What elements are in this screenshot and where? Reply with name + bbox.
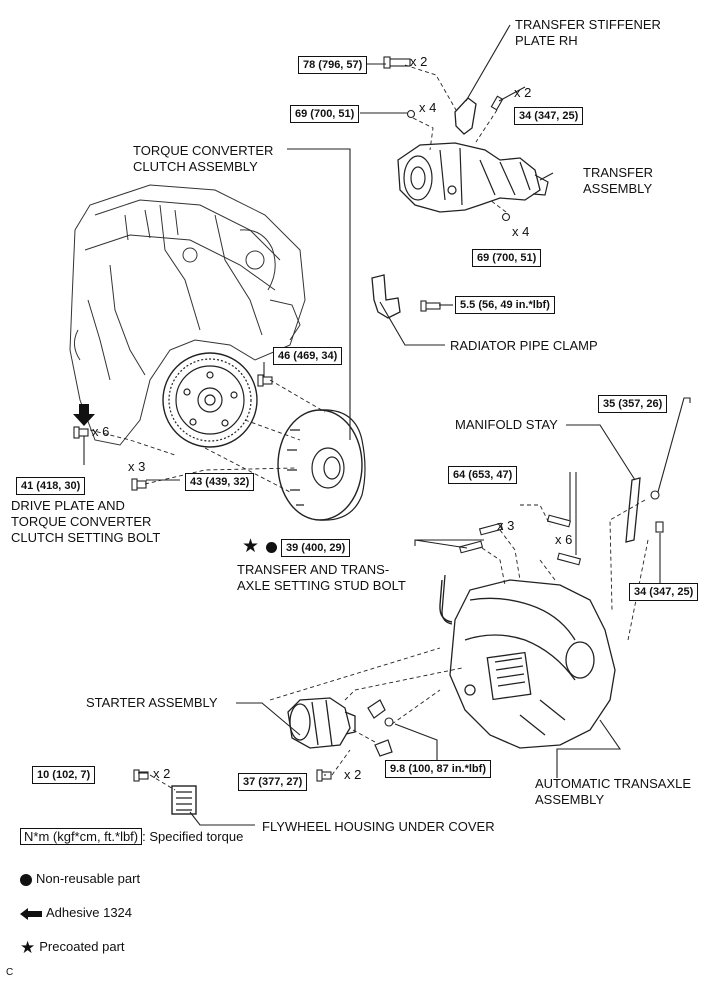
torque-box-64: 64 (653, 47) xyxy=(448,466,518,484)
qty-37: x 2 xyxy=(344,767,362,782)
torque-box-34-top: 34 (347, 25) xyxy=(514,107,584,125)
dot-icon xyxy=(20,873,32,886)
legend-specified-text: : Specified torque xyxy=(142,829,244,844)
transfer-assembly xyxy=(397,142,549,213)
torque-box-5-5: 5.5 (56, 49 in.*lbf) xyxy=(455,296,555,314)
label-torque-converter: TORQUE CONVERTER CLUTCH ASSEMBLY xyxy=(133,143,274,174)
label-flywheel-cover: FLYWHEEL HOUSING UNDER COVER xyxy=(262,819,495,834)
label-starter-assembly: STARTER ASSEMBLY xyxy=(86,695,218,710)
legend-adhesive: Adhesive 1324 xyxy=(20,905,132,921)
flywheel-housing-cover xyxy=(171,785,197,815)
legend-specified-torque: N*m (kgf*cm, ft.*lbf): Specified torque xyxy=(20,828,244,845)
transaxle-pipe xyxy=(439,579,453,623)
leader-lines xyxy=(83,24,691,826)
radiator-pipe-clamp xyxy=(371,274,401,319)
legend-precoated-text: Precoated part xyxy=(39,939,125,954)
label-automatic-transaxle: AUTOMATIC TRANSAXLE ASSEMBLY xyxy=(535,776,692,807)
left-arrow-icon xyxy=(20,907,42,920)
legend-non-reusable-text: Non-reusable part xyxy=(36,871,141,886)
qty-34-top: x 2 xyxy=(514,85,532,100)
qty-78: x 2 xyxy=(410,54,428,69)
starter-connector xyxy=(367,699,386,719)
torque-converter xyxy=(277,409,366,521)
torque-box-69-top: 69 (700, 51) xyxy=(290,105,360,123)
label-transfer-stiffener: TRANSFER STIFFENER PLATE RH xyxy=(515,17,661,48)
qty-41: x 6 xyxy=(92,424,110,439)
starter-connector-b xyxy=(374,739,393,757)
qty-43: x 3 xyxy=(128,459,146,474)
label-stud-bolt: TRANSFER AND TRANS- AXLE SETTING STUD BO… xyxy=(237,562,406,593)
qty-69-bottom: x 4 xyxy=(512,224,530,239)
torque-box-69-bottom: 69 (700, 51) xyxy=(472,249,542,267)
non-reusable-dot-icon xyxy=(266,542,277,553)
torque-box-41: 41 (418, 30) xyxy=(16,477,86,495)
torque-box-10: 10 (102, 7) xyxy=(32,766,96,784)
manifold-stay xyxy=(625,477,641,543)
legend-specified-box: N*m (kgf*cm, ft.*lbf) xyxy=(20,828,143,845)
drive-plate xyxy=(162,352,258,448)
qty-10: x 2 xyxy=(153,766,171,781)
torque-box-78: 78 (796, 57) xyxy=(298,56,368,74)
label-transfer-assembly: TRANSFER ASSEMBLY xyxy=(583,165,654,196)
torque-box-43: 43 (439, 32) xyxy=(185,473,255,491)
torque-box-39: 39 (400, 29) xyxy=(281,539,351,557)
label-radiator-pipe-clamp: RADIATOR PIPE CLAMP xyxy=(450,338,598,353)
label-manifold-stay: MANIFOLD STAY xyxy=(455,417,558,432)
legend-non-reusable: Non-reusable part xyxy=(20,871,140,887)
torque-box-9-8: 9.8 (100, 87 in.*lbf) xyxy=(385,760,491,778)
torque-box-46: 46 (469, 34) xyxy=(273,347,343,365)
star-icon: ★ xyxy=(20,937,36,957)
torque-box-35: 35 (357, 26) xyxy=(598,395,668,413)
fasteners xyxy=(73,56,664,782)
legend-precoated: ★Precoated part xyxy=(20,939,125,956)
qty-69-top: x 4 xyxy=(419,100,437,115)
torque-box-34-bottom: 34 (347, 25) xyxy=(629,583,699,601)
qty-39: x 3 xyxy=(497,518,515,533)
adhesive-arrow xyxy=(73,404,95,426)
label-drive-plate-bolt: DRIVE PLATE AND TORQUE CONVERTER CLUTCH … xyxy=(11,498,161,545)
automatic-transaxle xyxy=(441,574,616,749)
torque-box-37: 37 (377, 27) xyxy=(238,773,308,791)
precoated-star-icon: ★ xyxy=(242,536,260,557)
engine-block xyxy=(69,184,306,446)
corner-code: C xyxy=(6,967,14,978)
starter-assembly xyxy=(287,697,356,749)
legend-adhesive-text: Adhesive 1324 xyxy=(46,905,133,920)
transfer-stiffener-plate xyxy=(454,97,477,135)
qty-64: x 6 xyxy=(555,532,573,547)
